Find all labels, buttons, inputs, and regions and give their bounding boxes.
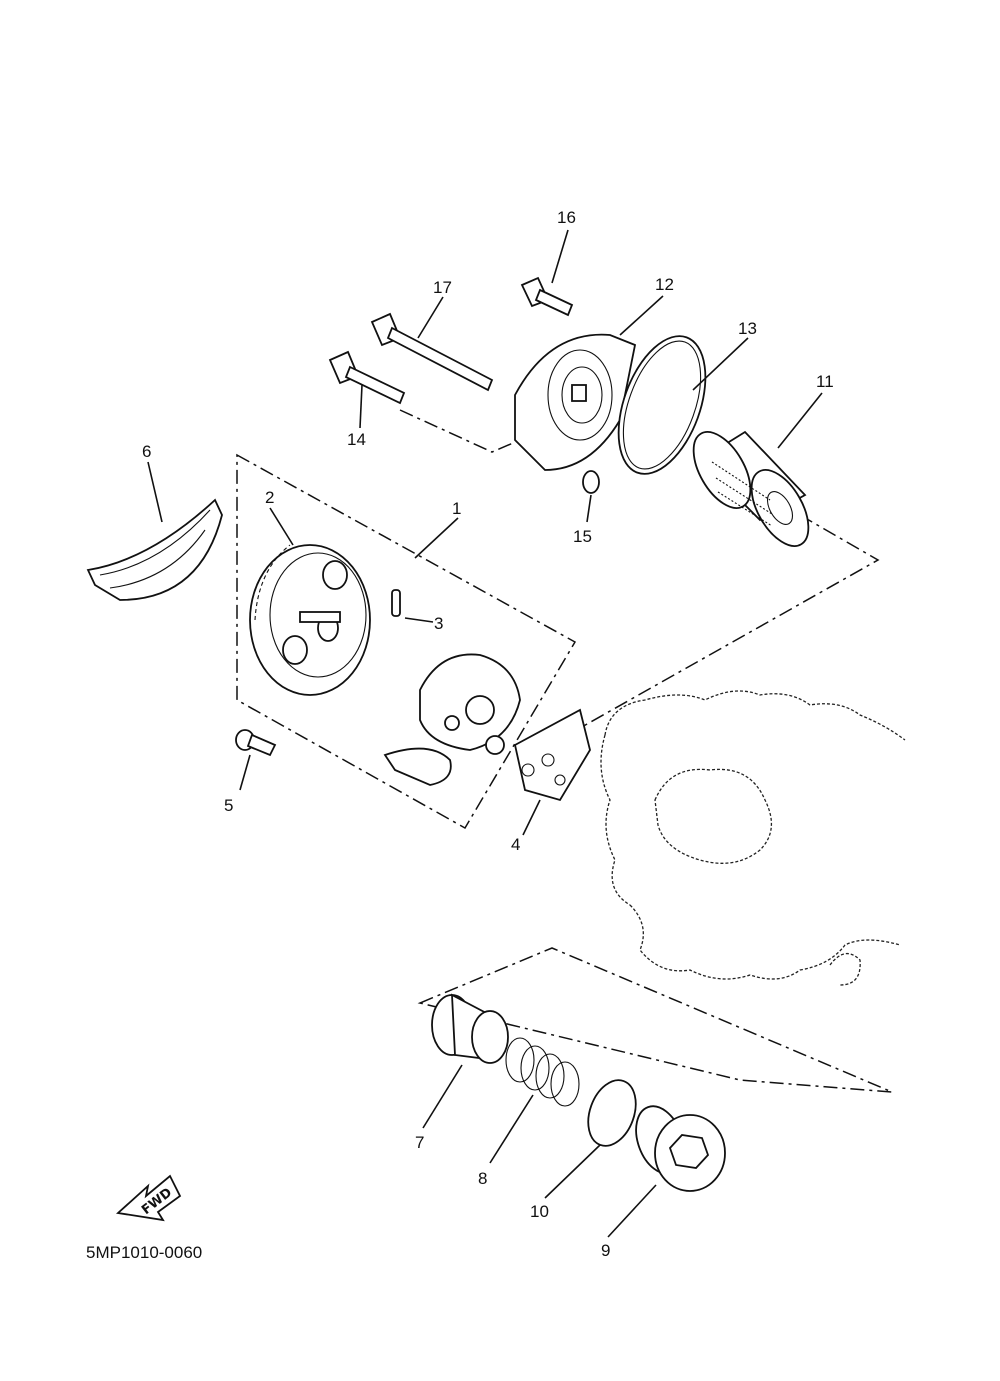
callout-6: 6 — [142, 442, 151, 461]
filter-line — [579, 514, 880, 729]
part-2-pump-gear — [249, 544, 371, 696]
part-15-small-o-ring — [582, 470, 600, 494]
part-16-bolt — [520, 276, 574, 317]
part-10-o-ring — [587, 1079, 637, 1147]
part-5-screw — [235, 729, 277, 757]
callout-17: 17 — [433, 278, 452, 297]
diagram-code: 5MP1010-0060 — [86, 1243, 202, 1262]
part-12-filter-cover — [514, 333, 637, 471]
part-14-bolt — [328, 350, 406, 405]
callout-11: 11 — [816, 372, 834, 391]
callout-4: 4 — [511, 835, 520, 854]
assembly-1-boundary — [236, 453, 577, 830]
part-6-oil-strainer-guide — [86, 498, 223, 601]
crankcase-outline — [600, 690, 906, 986]
part-3-pin — [391, 589, 401, 617]
part-8-spring — [505, 1037, 580, 1107]
callout-numbers: 1 2 3 4 5 6 7 8 9 10 11 12 13 14 15 16 1… — [142, 208, 834, 1260]
callout-14: 14 — [347, 430, 366, 449]
callout-16: 16 — [557, 208, 576, 227]
callout-13: 13 — [738, 319, 757, 338]
callout-10: 10 — [530, 1202, 549, 1221]
callout-7: 7 — [415, 1133, 424, 1152]
fwd-arrow: FWD — [115, 1174, 182, 1222]
part-7-relief-valve — [431, 993, 509, 1064]
bolt-line — [399, 409, 521, 453]
part-13-o-ring — [617, 335, 707, 475]
callout-8: 8 — [478, 1169, 487, 1188]
callout-5: 5 — [224, 796, 233, 815]
callout-1: 1 — [452, 499, 461, 518]
callout-9: 9 — [601, 1241, 610, 1260]
part-11-oil-filter — [692, 430, 810, 547]
oil-pump-body — [383, 653, 521, 786]
part-4-gasket — [513, 708, 591, 802]
callout-3: 3 — [434, 614, 443, 633]
callout-12: 12 — [655, 275, 674, 294]
part-17-long-bolt — [370, 312, 494, 392]
part-9-plug — [635, 1105, 726, 1192]
leader-lines — [147, 229, 823, 1238]
callout-2: 2 — [265, 488, 274, 507]
callout-15: 15 — [573, 527, 592, 546]
